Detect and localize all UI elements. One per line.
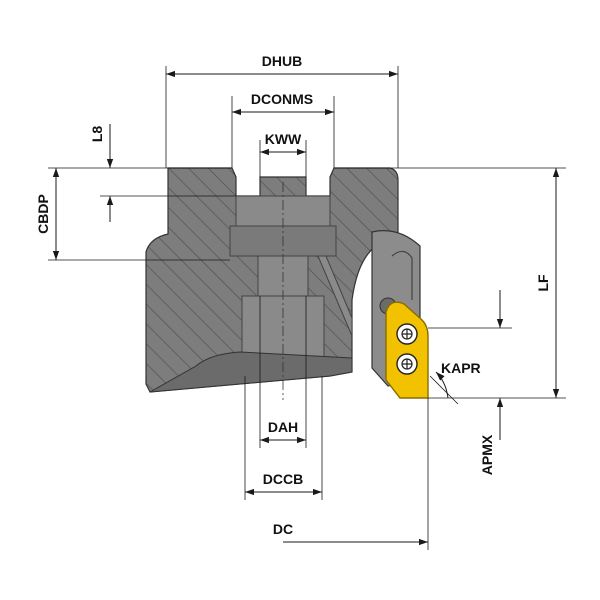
- pocket-groove: [391, 250, 413, 300]
- cutting-insert: [385, 301, 429, 399]
- dim-dconms: DCONMS: [232, 91, 334, 116]
- label-apmx: APMX: [479, 434, 495, 475]
- label-l8: L8: [89, 126, 105, 143]
- label-dconms: DCONMS: [251, 91, 313, 107]
- extension-lines: [48, 66, 566, 550]
- dim-cbdp: CBDP: [35, 168, 60, 260]
- label-dhub: DHUB: [262, 53, 302, 69]
- dim-kapr: KAPR: [429, 360, 481, 405]
- bottom-face: [149, 351, 353, 393]
- label-cbdp: CBDP: [35, 194, 51, 234]
- dim-dccb: DCCB: [245, 471, 322, 496]
- dim-dc: DC: [273, 521, 428, 546]
- dim-l8: L8: [89, 124, 114, 222]
- dim-apmx: APMX: [479, 290, 504, 475]
- insert-screw-top-icon: [396, 323, 418, 345]
- label-dah: DAH: [268, 419, 298, 435]
- label-dc: DC: [273, 521, 293, 537]
- dim-dhub: DHUB: [166, 53, 398, 78]
- insert-plate: [385, 301, 429, 399]
- label-lf: LF: [535, 274, 551, 292]
- dim-dah: DAH: [260, 419, 306, 444]
- label-kww: KWW: [265, 131, 302, 147]
- label-dccb: DCCB: [263, 471, 303, 487]
- dim-lf: LF: [535, 168, 560, 398]
- insert-screw-bottom-icon: [396, 353, 418, 375]
- coolant-channel: [317, 255, 353, 337]
- label-kapr: KAPR: [441, 360, 481, 376]
- dim-kww: KWW: [260, 131, 306, 156]
